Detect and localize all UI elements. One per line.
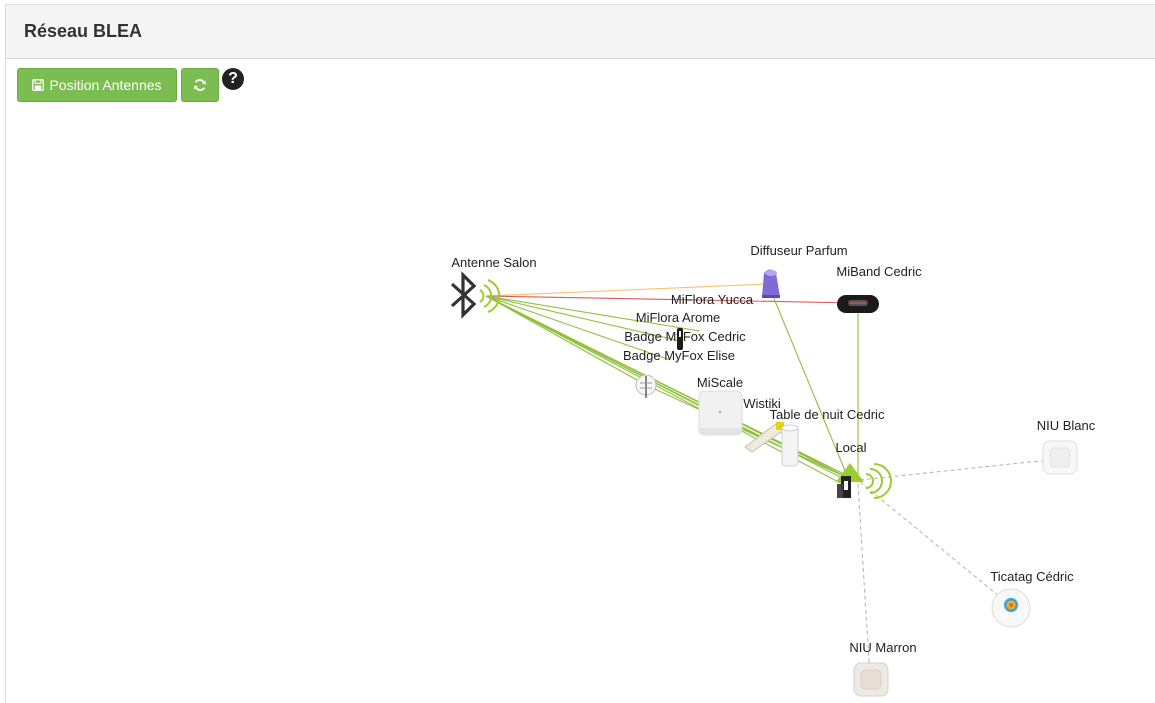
device-diffuseur[interactable]: Diffuseur Parfum bbox=[750, 243, 848, 298]
home-signal-icon bbox=[836, 463, 864, 498]
scale-icon bbox=[698, 390, 743, 436]
nightlight-icon bbox=[781, 424, 799, 467]
link-local-badgeelise bbox=[645, 384, 849, 479]
device-miband[interactable]: MiBand Cedric bbox=[836, 264, 922, 313]
question-circle-icon[interactable]: ? bbox=[222, 68, 244, 90]
link-salon-badgecedric bbox=[485, 295, 671, 361]
panel-heading: Réseau BLEA bbox=[6, 5, 1155, 59]
diffuser-icon bbox=[762, 269, 780, 298]
antenna-salon[interactable]: Antenne Salon bbox=[450, 255, 537, 319]
device-label-wistiki: Wistiki bbox=[743, 396, 781, 411]
device-arome[interactable]: MiFlora Arome bbox=[636, 310, 721, 350]
antenna-label-salon: Antenne Salon bbox=[451, 255, 536, 270]
plant-sensor-icon bbox=[677, 328, 683, 350]
device-badgeelise[interactable]: Badge MyFox Elise bbox=[623, 348, 735, 398]
signal-waves-icon bbox=[479, 279, 501, 313]
save-icon bbox=[32, 79, 45, 91]
link-local-diffuseur bbox=[767, 283, 849, 479]
device-label-yucca: MiFlora Yucca bbox=[671, 292, 754, 307]
link-salon-badgeelise bbox=[485, 295, 647, 386]
position-antennas-button[interactable]: Position Antennes bbox=[17, 68, 177, 102]
device-wistiki[interactable]: Wistiki bbox=[743, 396, 785, 453]
link-local-niublanc bbox=[859, 458, 1059, 481]
position-antennas-label: Position Antennes bbox=[49, 77, 162, 93]
link-local-ticatag bbox=[859, 481, 1012, 607]
device-niublanc[interactable]: NIU Blanc bbox=[1037, 418, 1096, 475]
link-salon-arome bbox=[485, 295, 681, 342]
link-salon-yucca bbox=[485, 295, 701, 332]
device-label-miband: MiBand Cedric bbox=[836, 264, 922, 279]
ticatag-icon bbox=[991, 588, 1031, 628]
niu-button-icon bbox=[853, 662, 889, 697]
link-salon-diffuseur bbox=[485, 283, 769, 297]
network-links bbox=[485, 283, 1059, 679]
device-badgecedric[interactable]: Badge MyFox Cedric bbox=[624, 329, 746, 344]
device-label-badgeelise: Badge MyFox Elise bbox=[623, 348, 735, 363]
niu-button-icon bbox=[1042, 440, 1078, 475]
link-salon-miband bbox=[485, 295, 856, 304]
badge-icon bbox=[635, 374, 657, 398]
device-label-niumarron: NIU Marron bbox=[849, 640, 916, 655]
signal-waves-icon bbox=[865, 463, 892, 499]
fitness-band-icon bbox=[837, 295, 879, 313]
device-ticatag[interactable]: Ticatag Cédric bbox=[990, 569, 1074, 628]
refresh-icon bbox=[193, 78, 207, 92]
device-label-badgecedric: Badge MyFox Cedric bbox=[624, 329, 746, 344]
device-label-tablenuit: Table de nuit Cedric bbox=[770, 407, 885, 422]
device-label-niublanc: NIU Blanc bbox=[1037, 418, 1096, 433]
device-niumarron[interactable]: NIU Marron bbox=[849, 640, 917, 697]
link-local-tablenuit bbox=[788, 446, 849, 479]
page-title: Réseau BLEA bbox=[24, 21, 143, 41]
antenna-label-local: Local bbox=[835, 440, 866, 455]
antenna-local[interactable]: Local bbox=[835, 440, 892, 499]
device-tablenuit[interactable]: Table de nuit Cedric bbox=[770, 407, 885, 467]
device-label-arome: MiFlora Arome bbox=[636, 310, 721, 325]
tracker-tag-icon bbox=[744, 422, 785, 453]
bluetooth-icon bbox=[450, 271, 477, 319]
network-panel: Réseau BLEA bbox=[5, 4, 1155, 703]
device-miscale[interactable]: MiScale bbox=[697, 375, 743, 436]
refresh-button[interactable] bbox=[181, 68, 219, 102]
link-local-niumarron bbox=[857, 483, 871, 679]
device-label-ticatag: Ticatag Cédric bbox=[990, 569, 1074, 584]
device-yucca[interactable]: MiFlora Yucca bbox=[671, 292, 754, 307]
device-label-diffuseur: Diffuseur Parfum bbox=[750, 243, 847, 258]
device-label-miscale: MiScale bbox=[697, 375, 743, 390]
